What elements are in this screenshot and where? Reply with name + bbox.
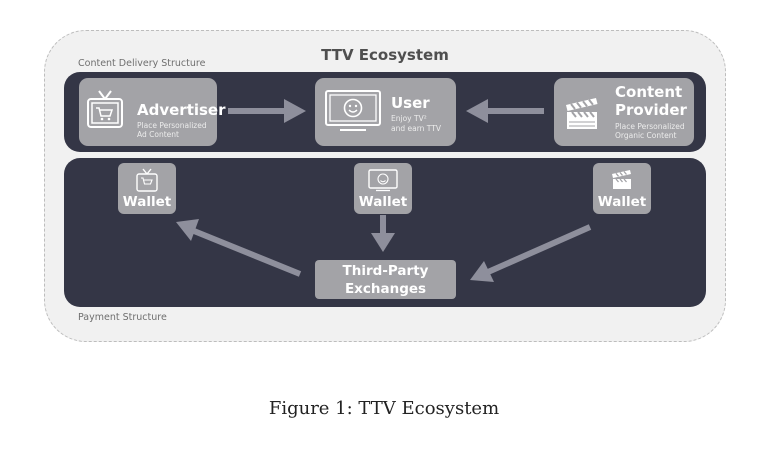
- advertiser-subtitle-2: Ad Content: [137, 130, 179, 139]
- advertiser-wallet: Wallet: [118, 163, 176, 214]
- exchange-label-1: Third-Party: [342, 263, 429, 279]
- exchange-label-2: Exchanges: [344, 281, 427, 297]
- user-subtitle-1: Enjoy TV²: [391, 114, 427, 123]
- wallet-label: Wallet: [597, 194, 647, 210]
- payment-structure-label: Payment Structure: [78, 312, 167, 323]
- content-provider-subtitle-1: Place Personalized: [615, 122, 685, 131]
- arrow-exchange-to-advertiser-wallet: [192, 228, 302, 277]
- advertiser-card: Advertiser Place Personalized Ad Content: [79, 78, 226, 146]
- tv-smiley-icon: [325, 90, 381, 131]
- tv-cart-icon: [87, 90, 123, 128]
- content-provider-title-1: Content: [615, 83, 683, 101]
- advertiser-subtitle-1: Place Personalized: [137, 121, 207, 130]
- tv-smiley-icon: [368, 169, 398, 192]
- user-wallet: Wallet: [354, 163, 412, 214]
- wallet-label: Wallet: [122, 194, 172, 210]
- figure-caption: Figure 1: TTV Ecosystem: [268, 398, 500, 419]
- content-provider-wallet: Wallet: [593, 163, 651, 214]
- arrow-provider-wallet-to-exchange: [486, 224, 592, 275]
- arrow-wallet-to-exchange: [371, 215, 395, 252]
- user-card: User Enjoy TV² and earn TTV: [315, 78, 456, 146]
- wallet-label: Wallet: [358, 194, 408, 210]
- tv-cart-icon: [136, 168, 158, 192]
- content-provider-card: Content Provider Place Personalized Orga…: [554, 78, 694, 146]
- diagram-title: TTV Ecosystem: [321, 46, 449, 64]
- content-delivery-label: Content Delivery Structure: [78, 58, 206, 69]
- arrow-provider-to-user: [466, 99, 544, 123]
- clapperboard-icon: [566, 98, 598, 129]
- content-provider-title-2: Provider: [615, 101, 687, 119]
- arrow-advertiser-to-user: [228, 99, 306, 123]
- user-title: User: [391, 94, 430, 112]
- third-party-exchanges-box: Third-Party Exchanges: [315, 260, 456, 299]
- user-subtitle-2: and earn TTV: [391, 124, 441, 133]
- advertiser-title: Advertiser: [137, 101, 226, 119]
- clapperboard-icon: [612, 170, 631, 189]
- content-provider-subtitle-2: Organic Content: [615, 131, 677, 140]
